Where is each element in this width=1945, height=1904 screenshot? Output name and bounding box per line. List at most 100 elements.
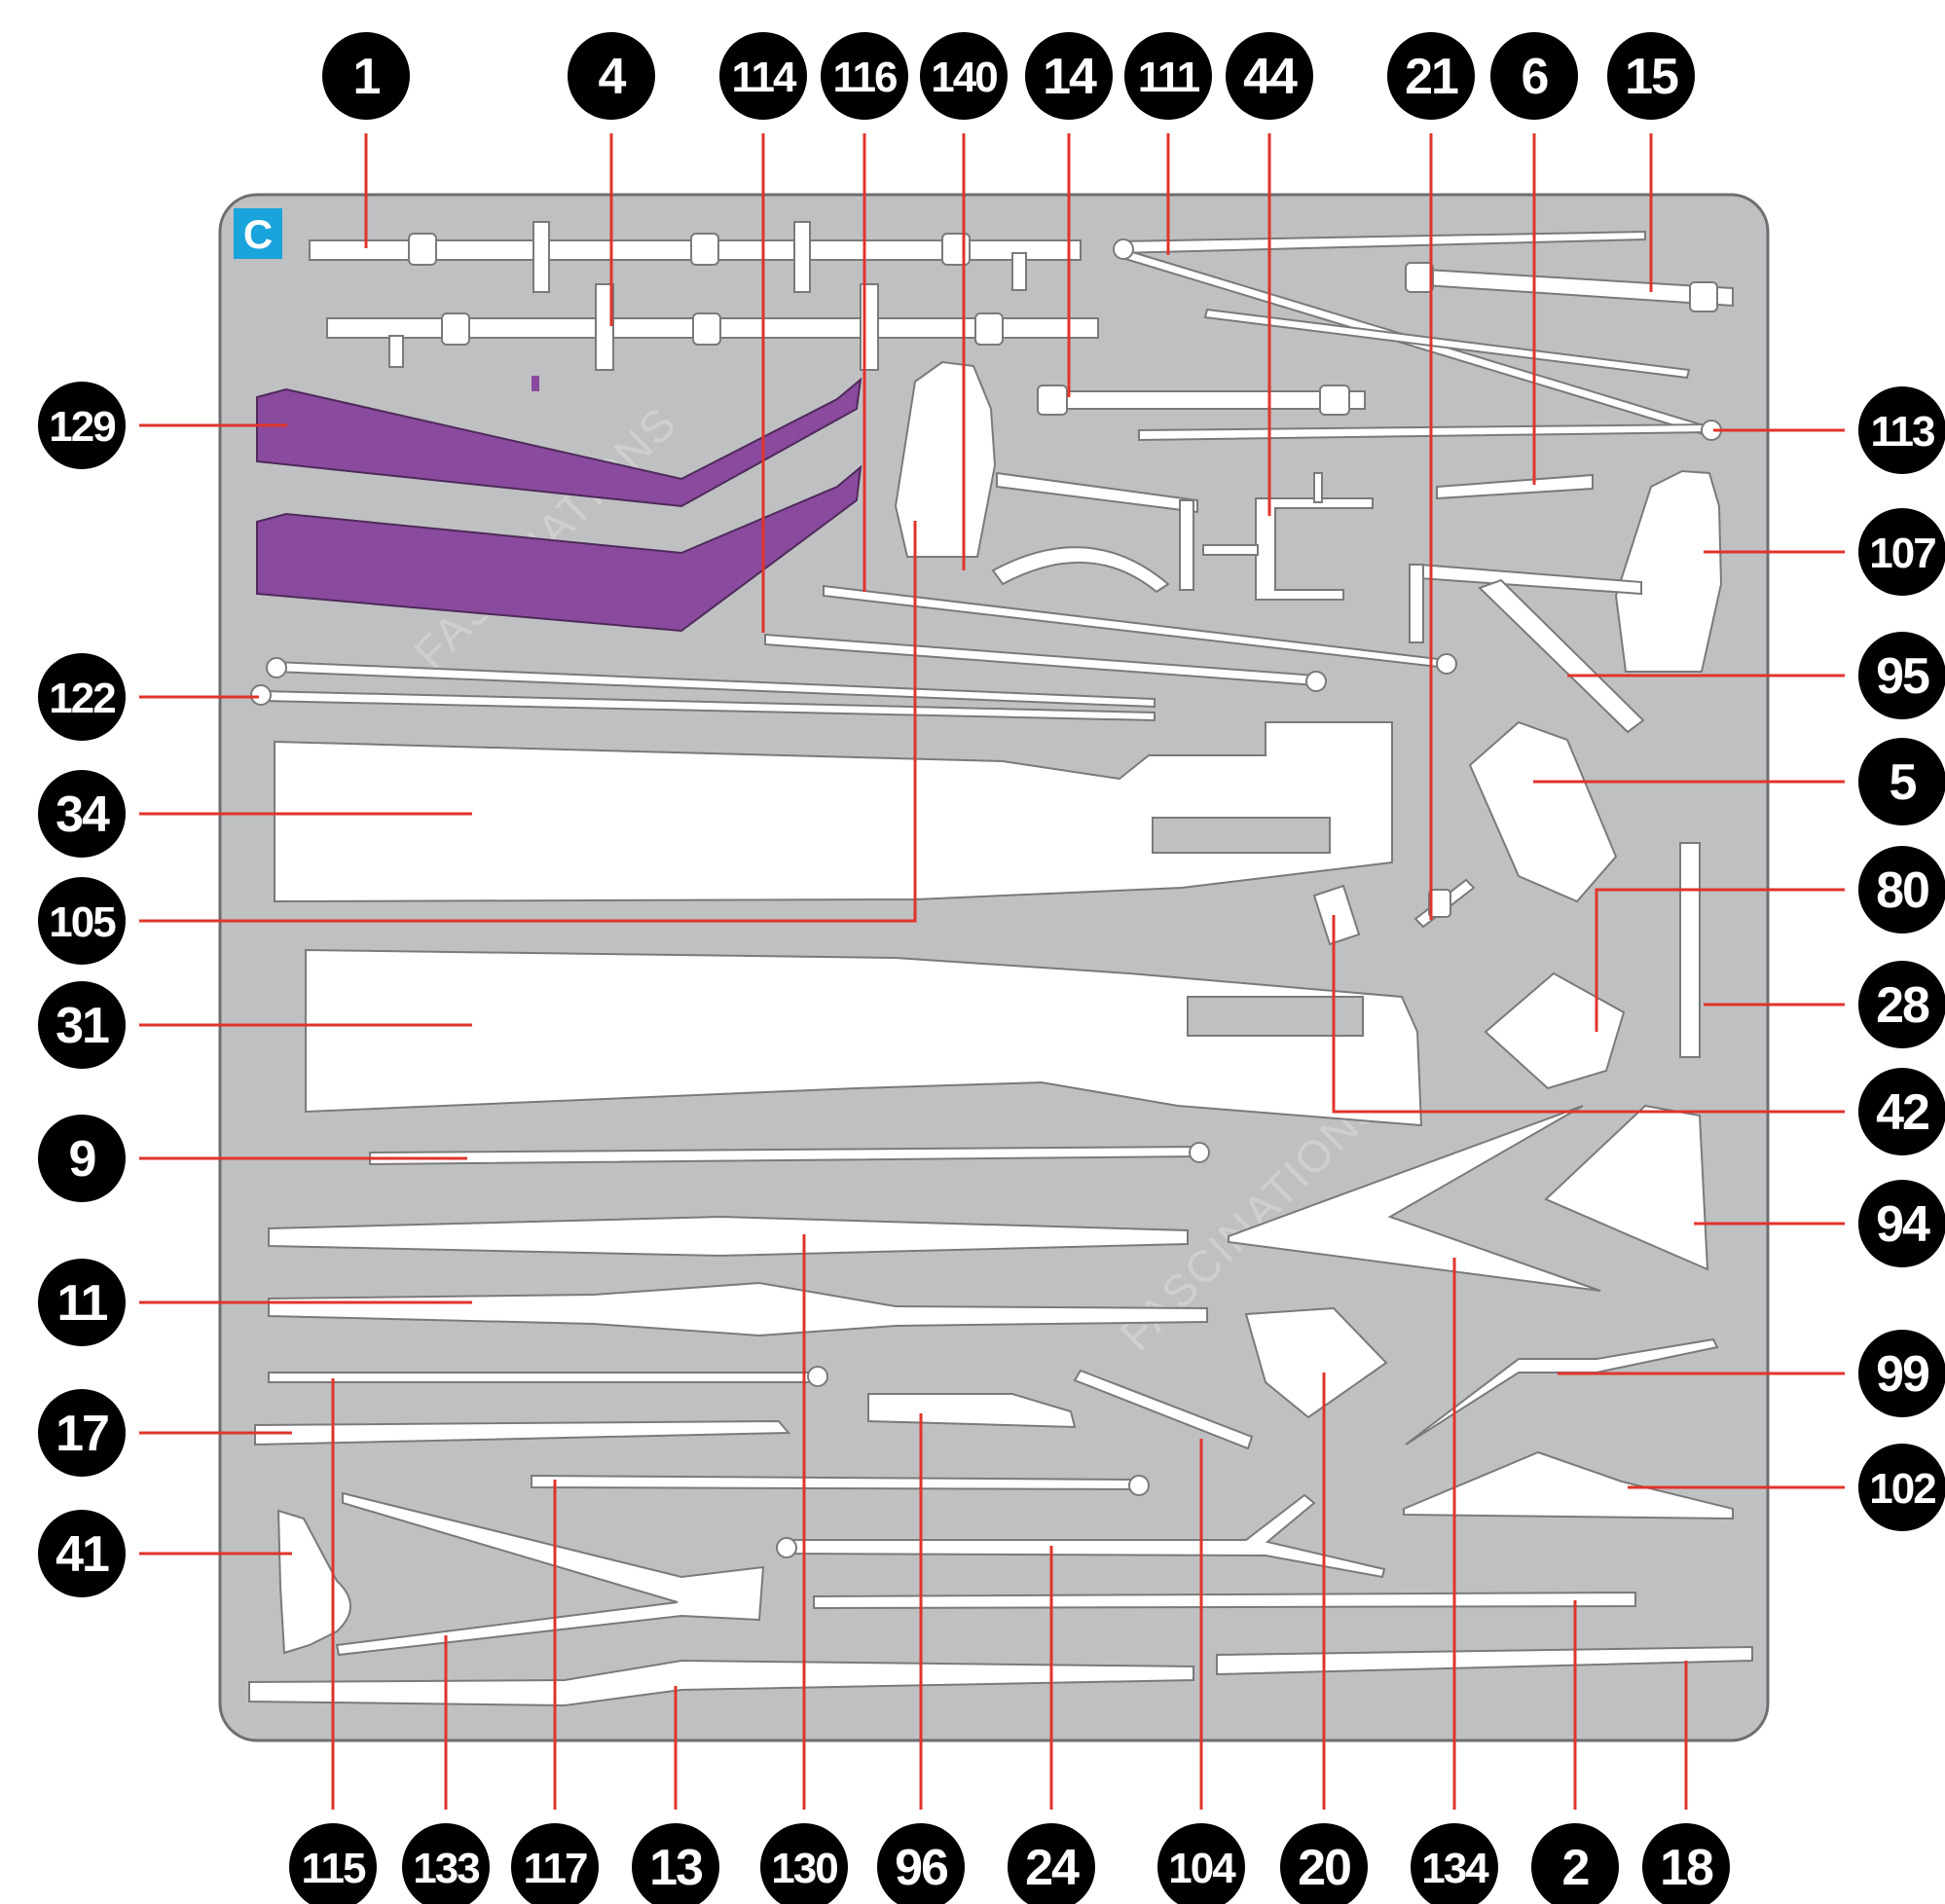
callout-label: 140 — [931, 54, 997, 101]
callout-label: 104 — [1168, 1845, 1236, 1892]
callout-102: 102 — [1858, 1444, 1945, 1531]
part-1-strip — [309, 221, 1082, 293]
callout-badge-circle — [38, 1115, 126, 1202]
callout-badge-circle — [1157, 1823, 1245, 1904]
callout-4: 4 — [568, 32, 655, 120]
callout-label: 44 — [1243, 49, 1298, 105]
callout-42: 42 — [1858, 1068, 1945, 1155]
callout-17: 17 — [38, 1389, 126, 1477]
callout-badge-circle — [38, 1510, 126, 1597]
callout-104: 104 — [1157, 1823, 1245, 1904]
callout-label: 95 — [1876, 648, 1929, 705]
callout-badge-circle — [38, 877, 126, 965]
part-5-box — [1468, 720, 1618, 903]
callout-107: 107 — [1858, 508, 1945, 596]
part-129-purple-panels — [256, 376, 862, 633]
callout-label: 116 — [833, 54, 898, 101]
callout-111: 111 — [1124, 32, 1212, 120]
callout-133: 133 — [402, 1823, 490, 1904]
callout-label: 122 — [49, 675, 115, 722]
callout-label: 17 — [55, 1406, 108, 1462]
callout-badge-circle — [1858, 1068, 1945, 1155]
callout-1: 1 — [322, 32, 410, 120]
callout-badge-circle — [1124, 32, 1212, 120]
part-114-rod — [764, 633, 1327, 692]
callout-badge-circle — [1858, 1444, 1945, 1531]
part-42-piece — [1312, 884, 1361, 946]
part-115-rod — [268, 1366, 828, 1387]
part-20-box — [1244, 1306, 1388, 1419]
callout-badge-circle — [322, 32, 410, 120]
leader-line-105 — [139, 521, 917, 923]
callout-116: 116 — [821, 32, 908, 120]
callout-label: 130 — [771, 1845, 837, 1892]
part-116-rod — [823, 584, 1457, 675]
callout-badge-circle — [38, 1389, 126, 1477]
callout-label: 1 — [353, 49, 381, 105]
callout-badge-circle — [568, 32, 655, 120]
leader-line-80 — [1595, 888, 1845, 1032]
callout-label: 113 — [1871, 408, 1935, 456]
callout-96: 96 — [877, 1823, 965, 1904]
callout-label: 31 — [55, 998, 109, 1054]
callout-5: 5 — [1858, 738, 1945, 825]
callout-badge-circle — [1858, 1330, 1945, 1417]
part-2-strip — [813, 1591, 1636, 1610]
part-122-rods — [250, 657, 1156, 722]
callout-badge-circle — [1490, 32, 1578, 120]
callout-95: 95 — [1858, 632, 1945, 719]
callout-13: 13 — [632, 1823, 719, 1904]
punch-out-parts — [248, 221, 1753, 1707]
callout-badge-circle — [760, 1823, 848, 1904]
callout-badge-circle — [511, 1823, 599, 1904]
part-140-housing — [894, 360, 1198, 594]
callout-badge-circle — [1531, 1823, 1619, 1904]
callout-122: 122 — [38, 653, 126, 741]
part-117-rod — [531, 1474, 1150, 1496]
part-9-rod — [369, 1142, 1210, 1166]
callout-label: 111 — [1138, 54, 1200, 101]
callout-badge-circle — [1411, 1823, 1498, 1904]
callout-105: 105 — [38, 877, 126, 965]
part-134-frame — [1228, 1105, 1601, 1292]
callout-badge-circle — [1008, 1823, 1095, 1904]
callout-badge-circle — [1642, 1823, 1730, 1904]
callout-label: 117 — [524, 1845, 588, 1892]
callout-label: 96 — [895, 1840, 948, 1896]
callout-label: 5 — [1890, 754, 1917, 811]
callout-14: 14 — [1025, 32, 1113, 120]
part-107-housing — [1409, 469, 1723, 673]
callout-label: 134 — [1421, 1845, 1489, 1892]
callout-label: 4 — [599, 49, 627, 105]
callout-94: 94 — [1858, 1180, 1945, 1267]
callout-badge-circle — [1607, 32, 1695, 120]
callout-115: 115 — [289, 1823, 377, 1904]
part-94-piece — [1544, 1104, 1709, 1271]
callout-label: 80 — [1876, 862, 1928, 919]
part-104-piece — [1073, 1369, 1254, 1450]
callout-badge-circle — [402, 1823, 490, 1904]
callout-15: 15 — [1607, 32, 1695, 120]
callout-badge-circle — [289, 1823, 377, 1904]
callout-130: 130 — [760, 1823, 848, 1904]
callout-label: 13 — [649, 1840, 703, 1896]
part-113-rod — [1138, 308, 1722, 442]
callout-18: 18 — [1642, 1823, 1730, 1904]
callout-badge-circle — [877, 1823, 965, 1904]
callout-label: 15 — [1625, 49, 1678, 105]
callout-11: 11 — [38, 1259, 126, 1346]
part-80-box — [1484, 971, 1626, 1090]
callout-badge-circle — [1858, 1180, 1945, 1267]
callout-badge-circle — [821, 32, 908, 120]
callout-label: 41 — [55, 1526, 109, 1583]
part-17-strip — [254, 1419, 791, 1446]
callout-label: 94 — [1876, 1196, 1930, 1253]
part-95-strip — [1478, 578, 1645, 734]
callout-badge-circle — [719, 32, 807, 120]
callout-80: 80 — [1858, 846, 1945, 934]
part-11-piece — [268, 1281, 1208, 1337]
callout-134: 134 — [1411, 1823, 1498, 1904]
callout-label: 34 — [55, 787, 110, 843]
leader-line-42 — [1332, 915, 1845, 1114]
